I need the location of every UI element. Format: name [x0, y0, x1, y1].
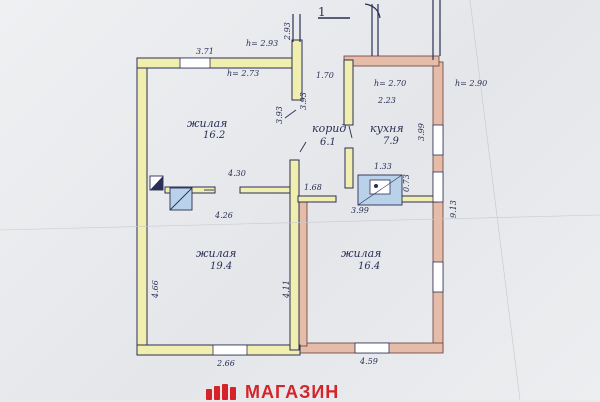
kitchen-stove — [357, 174, 403, 206]
dim-kitchen-diag: 0.73 — [402, 174, 411, 192]
top-structure — [292, 0, 441, 60]
room-name-living-bottom-right: жилая — [341, 247, 382, 260]
dim-kitchen-bottom: 3.99 — [351, 206, 369, 215]
room-area-living-bottom-right: 16.4 — [358, 261, 381, 272]
dim-ceiling-height-3: h= 2.70 — [374, 79, 407, 88]
dim-bottom-right-width: 4.59 — [360, 357, 378, 366]
dim-wall-top: 2.93 — [283, 22, 292, 40]
dim-middle-length: 4.26 — [215, 211, 233, 220]
dim-kitchen-length: 2.23 — [378, 96, 396, 105]
dim-kitchen-side: 3.99 — [417, 123, 426, 141]
dim-room-depth-a: 3.93 — [275, 106, 284, 124]
dim-corridor-short: 1.68 — [304, 183, 322, 192]
dim-ceiling-height-2: h= 2.73 — [227, 69, 260, 78]
brand-text: МАГАЗИН — [245, 382, 340, 402]
dim-kitchen-small: 1.33 — [374, 162, 392, 171]
apartment-number: 1 — [318, 5, 326, 19]
room-name-living-bottom-left: жилая — [196, 247, 237, 260]
room-area-kitchen: 7.9 — [383, 136, 399, 147]
dim-right-height: 9.13 — [449, 200, 458, 218]
dim-corridor-width: 1.70 — [316, 71, 334, 80]
dim-partition-length: 4.30 — [228, 169, 246, 178]
brand-watermark: МАГАЗИН — [205, 382, 340, 402]
dim-ceiling-height-1: h= 2.93 — [246, 39, 279, 48]
room-area-corridor: 6.1 — [320, 137, 336, 148]
room-area-living-top: 16.2 — [203, 130, 226, 141]
room-name-corridor: корид — [312, 122, 347, 135]
dim-center-height: 4.11 — [282, 280, 291, 298]
room-area-living-bottom-left: 19.4 — [210, 261, 233, 272]
brand-logo-icon — [206, 384, 236, 400]
dim-top-room-width: 3.71 — [196, 47, 214, 56]
dim-left-height: 4.66 — [151, 280, 160, 298]
door-swings — [204, 109, 353, 191]
windows — [179, 57, 444, 356]
room-name-kitchen: кухня — [370, 122, 404, 135]
room-name-living-top: жилая — [187, 117, 228, 130]
dim-bottom-left-width: 2.66 — [217, 359, 235, 368]
dim-ceiling-height-4: h= 2.90 — [455, 79, 488, 88]
dim-room-depth-b: 3.93 — [299, 92, 308, 110]
stove — [149, 175, 193, 211]
